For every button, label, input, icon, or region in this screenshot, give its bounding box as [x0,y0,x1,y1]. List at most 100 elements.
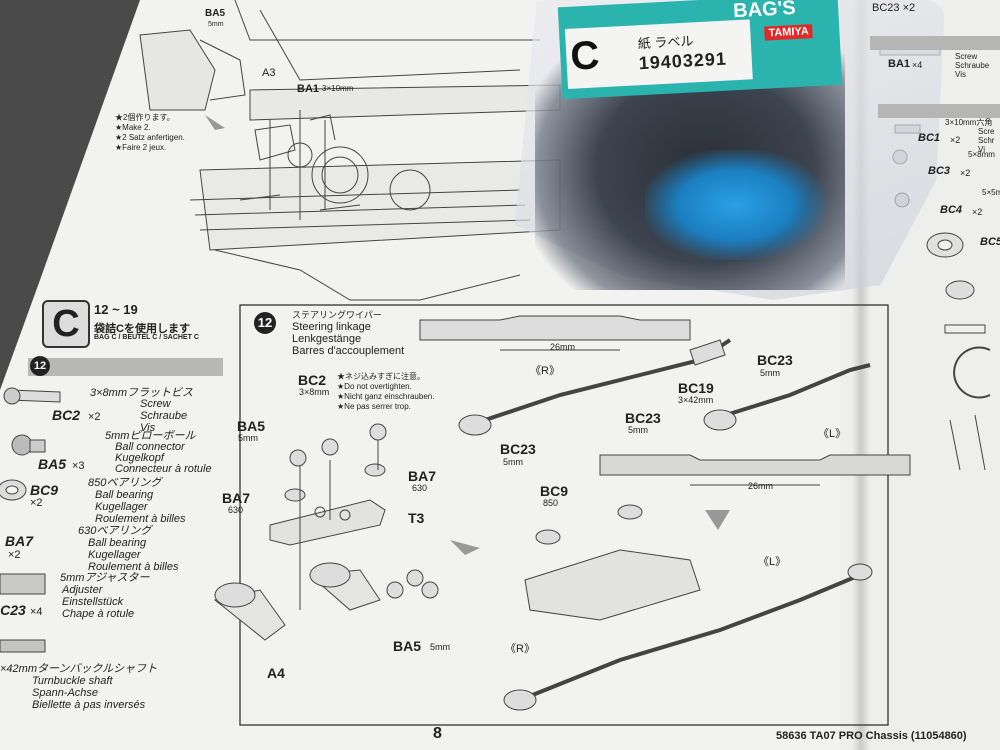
right-bc3-jp: 5×8mm [968,150,995,159]
label-bc23-c-size: 5mm [503,457,523,467]
section-c-header: C 12 ~ 19 袋詰Cを使用します BAG C / BEUTEL C / S… [42,300,234,348]
part-de: Einstellstück [62,596,124,608]
part-qty: ×2 [8,549,21,561]
right-bc1-qty: ×2 [950,135,961,145]
part-fr: Roulement à billes [95,513,186,525]
make-note-jp: ★2個作ります。 [115,113,175,122]
section-c-steps: 12 ~ 19 [94,302,138,317]
make-note-fr: ★Faire 2 jeux. [115,143,167,152]
label-dim-bottom: 26mm [748,481,774,491]
part-en: Ball bearing [88,537,147,549]
step12-jp: ステアリングワイパー [292,310,382,320]
part-jp: 630ベアリング [78,525,152,537]
step12-de: Lenkgestänge [292,333,362,345]
part-fr: Vis [140,422,156,434]
part-qty: ×2 [30,497,43,509]
part-en: Ball bearing [95,489,154,501]
label-ba7-left-size: 630 [228,505,244,515]
parts-list: BC2 ×2 3×8mmフラットビス Screw Schraube Vis BA… [0,385,240,725]
part-jp: 5mmアジャスター [60,572,150,584]
right-step14-en: Screw [955,52,978,61]
right-ba1: BA1 [888,58,911,70]
part-fr: Chape à rotule [62,608,135,620]
bag-letter: C [569,33,601,79]
label-l-mid: 《L》 [818,428,847,440]
right-bc4-qty: ×2 [972,207,983,217]
right-bc23-top: BC23 ×2 [872,2,916,14]
right-step14-de: Schraube [955,61,990,70]
right-bc1: BC1 [918,132,941,144]
right-step14-fr: Vis [955,70,966,79]
right-bc4: BC4 [940,204,963,216]
part-fr: Roulement à billes [88,561,179,573]
blue-parts [645,150,825,260]
page-number: 8 [433,725,442,742]
step12-marker: 12 [254,312,276,334]
part-code: BA5 [38,456,67,472]
part-code: BC9 [30,482,59,498]
bag-header: BAG'S [732,0,797,23]
part-de: Spann-Achse [32,687,99,699]
tamiya-logo: TAMIYA [764,24,814,41]
part-en: Ball connector [115,441,185,453]
label-ba5: BA5 [237,418,266,434]
label-r-top: 《R》 [530,365,560,377]
step12-en: Steering linkage [292,321,371,333]
section-c-letter-box: C [42,300,90,348]
right-bc1-fr: Vi [978,145,985,154]
label-bc23-a: BC23 [757,352,793,368]
label-ba5-size: 5mm [238,433,258,443]
make-note-de: ★2 Satz anfertigen. [115,133,185,142]
label-a4: A4 [267,665,285,681]
label-l-bottom: 《L》 [758,556,787,568]
right-bc5: BC5 [980,236,1000,248]
label-bc2-size: 3×8mm [299,387,330,397]
part-qty: ×4 [30,606,43,618]
label-ba7-right-size: 630 [412,483,428,493]
top-ba5-size: 5mm [208,21,224,28]
make-note-en: ★Make 2. [115,123,151,132]
part-jp: ×42mmターンバックルシャフト [0,663,158,675]
top-ba1-size: 3×10mm [322,84,354,93]
label-bc23-c: BC23 [500,441,536,457]
step12-marker-num: 12 [257,315,273,330]
part-jp: 850ベアリング [88,477,162,489]
section-c-jp: 袋詰Cを使用します [94,323,190,335]
right-bc4-jp: 5×5m [982,188,1000,197]
label-ba7-right: BA7 [408,468,437,484]
step12-marker-left-num: 12 [33,360,47,372]
part-en: Screw [140,398,171,410]
label-bc23-a-size: 5mm [760,368,780,378]
label-bc9-size: 850 [543,498,559,508]
right-step-bar-15 [878,104,1000,118]
top-a3-label: A3 [262,67,276,79]
step12-fr: Barres d'accouplement [292,345,405,357]
parts-bag: C 紙 ラベル 19403291 BAG'S TAMIYA [515,0,955,305]
top-ba1-label: BA1 [297,83,320,95]
part-jp: 3×8mmフラットビス [90,387,193,399]
part-qty: ×2 [88,411,101,423]
label-ba5-bottom: BA5 [393,638,422,654]
label-t3: T3 [408,510,425,526]
step12-marker-left: 12 [30,356,50,376]
label-bc2: BC2 [298,372,327,388]
label-bc9: BC9 [540,483,569,499]
right-bc1-jp: 3×10mm六角 [945,118,993,127]
part-fr: Connecteur à rotule [115,463,212,475]
part-fr: Biellette à pas inversés [32,699,146,711]
warning-en: ★Do not overtighten. [337,382,412,391]
part-code: BC2 [52,407,81,423]
label-dim-top: 26mm [550,342,576,352]
top-ba5-label: BA5 [205,8,226,19]
right-bc1-de: Schr [978,136,995,145]
right-step-bar-14 [870,36,1000,50]
right-bc1-en: Scre [978,127,995,136]
part-en: Turnbuckle shaft [32,675,113,687]
part-code: BC23 [0,602,26,618]
part-de: Kugellager [88,549,141,561]
page-footer: 58636 TA07 PRO Chassis (11054860) [776,730,967,742]
right-bc3: BC3 [928,165,951,177]
bag-jp-text: 紙 ラベル [637,33,694,52]
part-qty: ×3 [72,460,85,472]
